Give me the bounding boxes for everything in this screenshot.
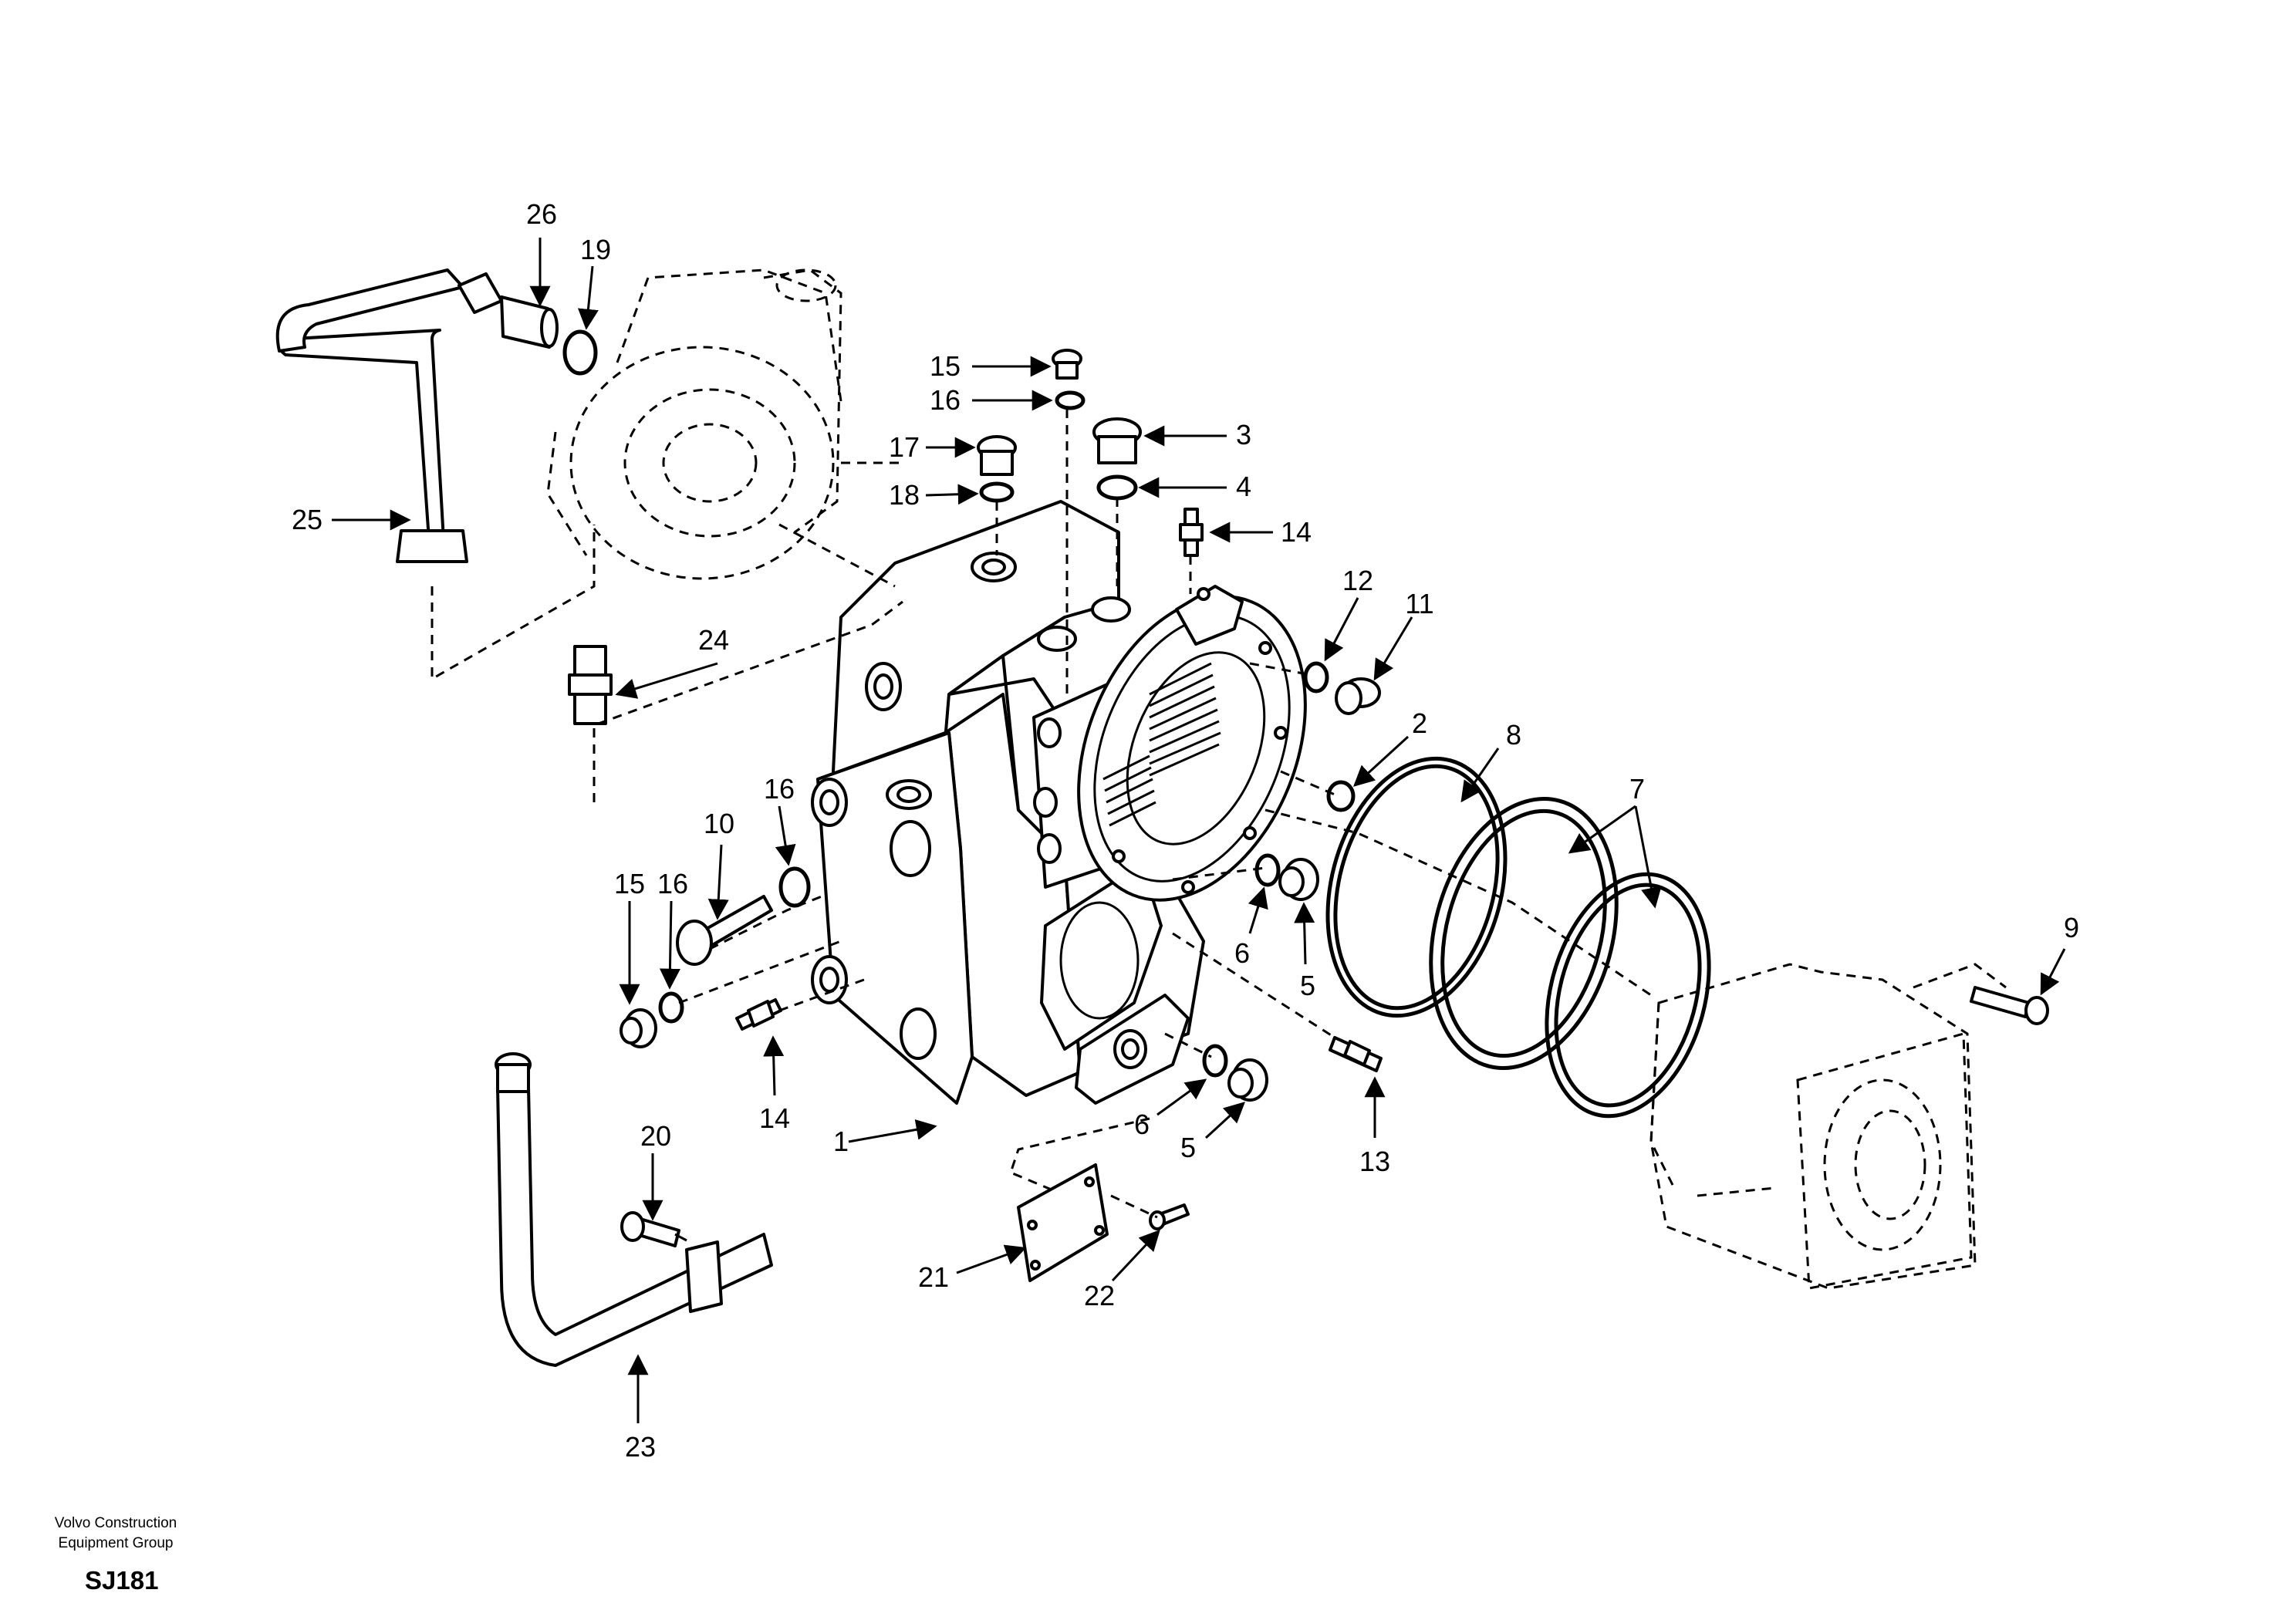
fitting-14-left bbox=[735, 998, 782, 1031]
plug-15-left bbox=[620, 1008, 657, 1048]
callout-24: 24 bbox=[698, 624, 729, 656]
callout-21: 21 bbox=[918, 1261, 949, 1293]
callout-4: 4 bbox=[1236, 471, 1251, 502]
leader-14-bottom bbox=[763, 1035, 785, 1096]
assembly-lines bbox=[430, 409, 2007, 1219]
callout-13: 13 bbox=[1359, 1146, 1390, 1177]
leader-18 bbox=[925, 484, 979, 505]
ring-8-inner bbox=[1333, 764, 1500, 1011]
leader-8 bbox=[1460, 748, 1500, 803]
callout-20: 20 bbox=[640, 1120, 671, 1152]
leader-2 bbox=[1353, 735, 1410, 787]
callout-8: 8 bbox=[1506, 719, 1521, 751]
pipe-25 bbox=[275, 268, 468, 563]
leader-21 bbox=[956, 1244, 1027, 1274]
callout-11: 11 bbox=[1405, 588, 1433, 619]
ring-7-a-inner bbox=[1440, 808, 1607, 1058]
callout-15-top: 15 bbox=[930, 350, 961, 382]
callout-labels: 1 2 3 4 5 5 6 6 7 8 9 10 11 12 13 14 14 … bbox=[292, 198, 2079, 1463]
pipe-23 bbox=[495, 1052, 773, 1367]
oring-16-top bbox=[1055, 390, 1086, 410]
callout-16-mid: 16 bbox=[764, 773, 795, 805]
callout-19: 19 bbox=[580, 234, 611, 265]
callout-16-left: 16 bbox=[657, 868, 688, 899]
leader-12 bbox=[1324, 597, 1359, 662]
leader-6-lower bbox=[1156, 1078, 1207, 1116]
leader-10 bbox=[707, 844, 729, 920]
leader-16-mid bbox=[775, 805, 796, 866]
callout-16-top: 16 bbox=[930, 384, 961, 416]
output-flange bbox=[1032, 585, 1307, 902]
fitting-14-top bbox=[1179, 508, 1204, 557]
screw-22 bbox=[1149, 1203, 1190, 1230]
plug-17 bbox=[977, 435, 1017, 476]
callout-6-upper: 6 bbox=[1234, 937, 1250, 969]
oring-4 bbox=[1096, 474, 1138, 501]
leader-24 bbox=[615, 662, 718, 699]
leader-11 bbox=[1373, 616, 1413, 681]
leader-22 bbox=[1111, 1230, 1160, 1282]
footer-code: SJ181 bbox=[85, 1566, 159, 1595]
leader-16-left bbox=[659, 900, 680, 990]
callout-18: 18 bbox=[889, 479, 920, 511]
spline-teeth bbox=[1102, 662, 1221, 827]
fitting-26 bbox=[458, 272, 559, 349]
callout-1: 1 bbox=[833, 1126, 849, 1157]
footer-company-line1: Volvo Construction bbox=[54, 1515, 177, 1531]
oring-19 bbox=[562, 329, 598, 376]
plug-3 bbox=[1092, 417, 1142, 464]
plug-15-top bbox=[1052, 349, 1082, 380]
leader-9 bbox=[2040, 948, 2066, 996]
leader-5-lower bbox=[1204, 1102, 1245, 1139]
oring-6-upper bbox=[1254, 853, 1281, 887]
oring-6-lower bbox=[1202, 1044, 1228, 1078]
oring-16-mid bbox=[778, 866, 811, 908]
leader-5-upper bbox=[1294, 902, 1315, 965]
leader-1 bbox=[848, 1119, 937, 1143]
oring-12 bbox=[1303, 661, 1329, 694]
callout-2: 2 bbox=[1412, 707, 1427, 739]
leader-7-a bbox=[1568, 805, 1636, 854]
callout-5-upper: 5 bbox=[1300, 970, 1315, 1001]
footer-company: Volvo Construction Equipment Group bbox=[31, 1514, 201, 1554]
leader-6-upper bbox=[1248, 886, 1268, 934]
callout-22: 22 bbox=[1084, 1280, 1115, 1311]
footer-company-line2: Equipment Group bbox=[58, 1535, 174, 1551]
plug-5-lower bbox=[1227, 1058, 1268, 1102]
callout-26: 26 bbox=[526, 198, 557, 230]
callout-15-left: 15 bbox=[614, 868, 645, 899]
ring-8 bbox=[1325, 756, 1508, 1018]
oring-2 bbox=[1326, 780, 1356, 812]
callout-9: 9 bbox=[2064, 912, 2079, 943]
phantom-housing-right bbox=[1649, 963, 1977, 1290]
plug-11 bbox=[1335, 677, 1381, 715]
bolt-9 bbox=[1970, 986, 2049, 1025]
fitting-24 bbox=[568, 645, 613, 725]
callout-10: 10 bbox=[704, 808, 734, 839]
callout-14-bottom: 14 bbox=[759, 1102, 790, 1134]
callout-5-lower: 5 bbox=[1180, 1132, 1196, 1163]
callout-3: 3 bbox=[1236, 419, 1251, 451]
callout-25: 25 bbox=[292, 504, 322, 535]
fitting-13 bbox=[1329, 1036, 1383, 1072]
bolt-10 bbox=[676, 895, 773, 966]
ring-7-a bbox=[1429, 797, 1619, 1070]
plug-5-upper bbox=[1278, 858, 1319, 901]
oring-18 bbox=[979, 481, 1015, 503]
callout-12: 12 bbox=[1342, 565, 1373, 596]
leader-19 bbox=[577, 265, 599, 330]
callout-17: 17 bbox=[889, 431, 920, 463]
oring-16-left bbox=[658, 991, 684, 1024]
callout-23: 23 bbox=[625, 1431, 656, 1463]
callout-6-lower: 6 bbox=[1134, 1109, 1150, 1140]
leader-lines bbox=[332, 238, 2066, 1423]
callout-7: 7 bbox=[1629, 773, 1645, 805]
ring-7-b bbox=[1545, 872, 1711, 1119]
bolt-20 bbox=[620, 1211, 687, 1247]
leader-7-b bbox=[1634, 805, 1662, 909]
callout-14-top: 14 bbox=[1281, 516, 1312, 548]
